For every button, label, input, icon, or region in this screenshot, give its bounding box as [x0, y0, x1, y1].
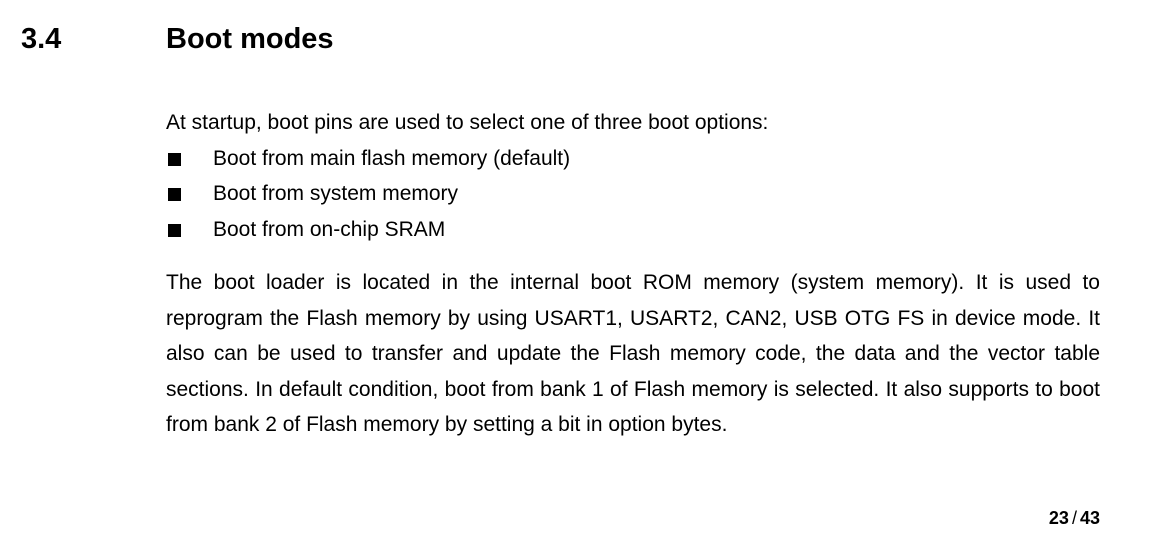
list-item: Boot from system memory: [166, 176, 1100, 212]
page-current: 23: [1048, 508, 1069, 528]
square-bullet-icon: [168, 223, 181, 237]
section-number: 3.4: [21, 23, 62, 55]
square-bullet-icon: [168, 152, 181, 166]
page-number: 23/43: [1049, 506, 1100, 530]
page-total: 43: [1079, 508, 1100, 528]
intro-text: At startup, boot pins are used to select…: [166, 111, 769, 134]
square-bullet-icon: [168, 188, 181, 201]
boot-option-label: Boot from system memory: [213, 182, 459, 205]
page-separator: /: [1071, 508, 1077, 528]
boot-option-label: Boot from main flash memory (default): [213, 146, 571, 170]
section-title: Boot modes: [166, 23, 334, 55]
list-item: Boot from on-chip SRAM: [166, 212, 1100, 248]
boot-options-list: Boot from main flash memory (default) Bo…: [166, 141, 1100, 248]
body-paragraph: The boot loader is located in the intern…: [166, 271, 1100, 436]
section-content: At startup, boot pins are used to select…: [166, 105, 1100, 443]
list-item: Boot from main flash memory (default): [166, 141, 1100, 177]
boot-option-label: Boot from on-chip SRAM: [213, 217, 446, 241]
